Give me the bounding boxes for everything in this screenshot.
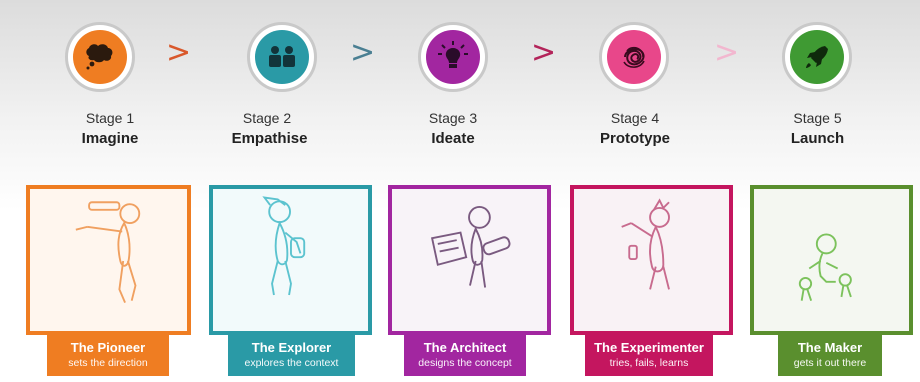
maker-label: The Maker gets it out there bbox=[778, 334, 882, 376]
architect-card bbox=[388, 185, 551, 335]
stage-5-icon-ring bbox=[782, 22, 852, 92]
maker-title: The Maker bbox=[797, 340, 863, 355]
stage-3-name: Ideate bbox=[431, 130, 475, 147]
stage-2-icon-ring bbox=[247, 22, 317, 92]
maker-tagline: gets it out there bbox=[793, 357, 867, 369]
stage-1-name: Imagine bbox=[81, 130, 139, 147]
stage-1-icon-ring bbox=[65, 22, 135, 92]
stage-4-name: Prototype bbox=[599, 130, 670, 147]
experimenter-title: The Experimenter bbox=[594, 340, 704, 355]
stage-4-number: Stage 4 bbox=[610, 110, 660, 126]
pioneer-card bbox=[26, 185, 191, 335]
stage-column-5: Stage 5 Launch bbox=[760, 0, 920, 382]
explorer-title: The Explorer bbox=[251, 340, 332, 355]
stage-column-4: Stage 4 Prototype bbox=[575, 0, 745, 382]
explorer-illustration bbox=[262, 196, 306, 296]
stage-1-number: Stage 1 bbox=[85, 110, 135, 126]
architect-tagline: designs the concept bbox=[418, 357, 512, 369]
pioneer-illustration bbox=[75, 201, 141, 303]
pioneer-label: The Pioneer sets the direction bbox=[47, 334, 169, 376]
scribble-icon bbox=[607, 30, 661, 84]
separator-arrow-4: > bbox=[714, 35, 740, 70]
pioneer-title: The Pioneer bbox=[70, 340, 146, 355]
stage-2-name: Empathise bbox=[231, 130, 308, 147]
rocket-icon bbox=[790, 30, 844, 84]
explorer-tagline: explores the context bbox=[244, 357, 339, 369]
experimenter-tagline: tries, fails, learns bbox=[609, 357, 689, 369]
explorer-card bbox=[209, 185, 372, 335]
experimenter-illustration bbox=[621, 198, 670, 290]
architect-title: The Architect bbox=[423, 340, 507, 355]
stage-column-1: Stage 1 Imagine bbox=[25, 0, 195, 382]
stage-4-icon-ring bbox=[599, 22, 669, 92]
stage-3-icon-ring bbox=[418, 22, 488, 92]
separator-arrow-3: > bbox=[531, 35, 557, 70]
pioneer-tagline: sets the direction bbox=[68, 357, 148, 369]
explorer-label: The Explorer explores the context bbox=[228, 334, 355, 376]
stage-3-number: Stage 3 bbox=[428, 110, 478, 126]
thought-bubble-icon bbox=[73, 30, 127, 84]
architect-label: The Architect designs the concept bbox=[404, 334, 526, 376]
stage-column-3: Stage 3 Ideate bbox=[388, 0, 558, 382]
maker-card bbox=[750, 185, 913, 335]
stage-5-number: Stage 5 bbox=[793, 110, 842, 126]
people-icon bbox=[255, 30, 309, 84]
maker-illustration bbox=[798, 233, 852, 302]
experimenter-label: The Experimenter tries, fails, learns bbox=[585, 334, 713, 376]
stage-column-2: Stage 2 Empathise bbox=[207, 0, 377, 382]
lightbulb-icon bbox=[426, 30, 480, 84]
separator-arrow-1: > bbox=[166, 35, 192, 70]
stage-2-number: Stage 2 bbox=[242, 110, 292, 126]
separator-arrow-2: > bbox=[350, 35, 376, 70]
architect-illustration bbox=[430, 206, 511, 288]
stage-5-name: Launch bbox=[790, 130, 845, 147]
experimenter-card bbox=[570, 185, 733, 335]
